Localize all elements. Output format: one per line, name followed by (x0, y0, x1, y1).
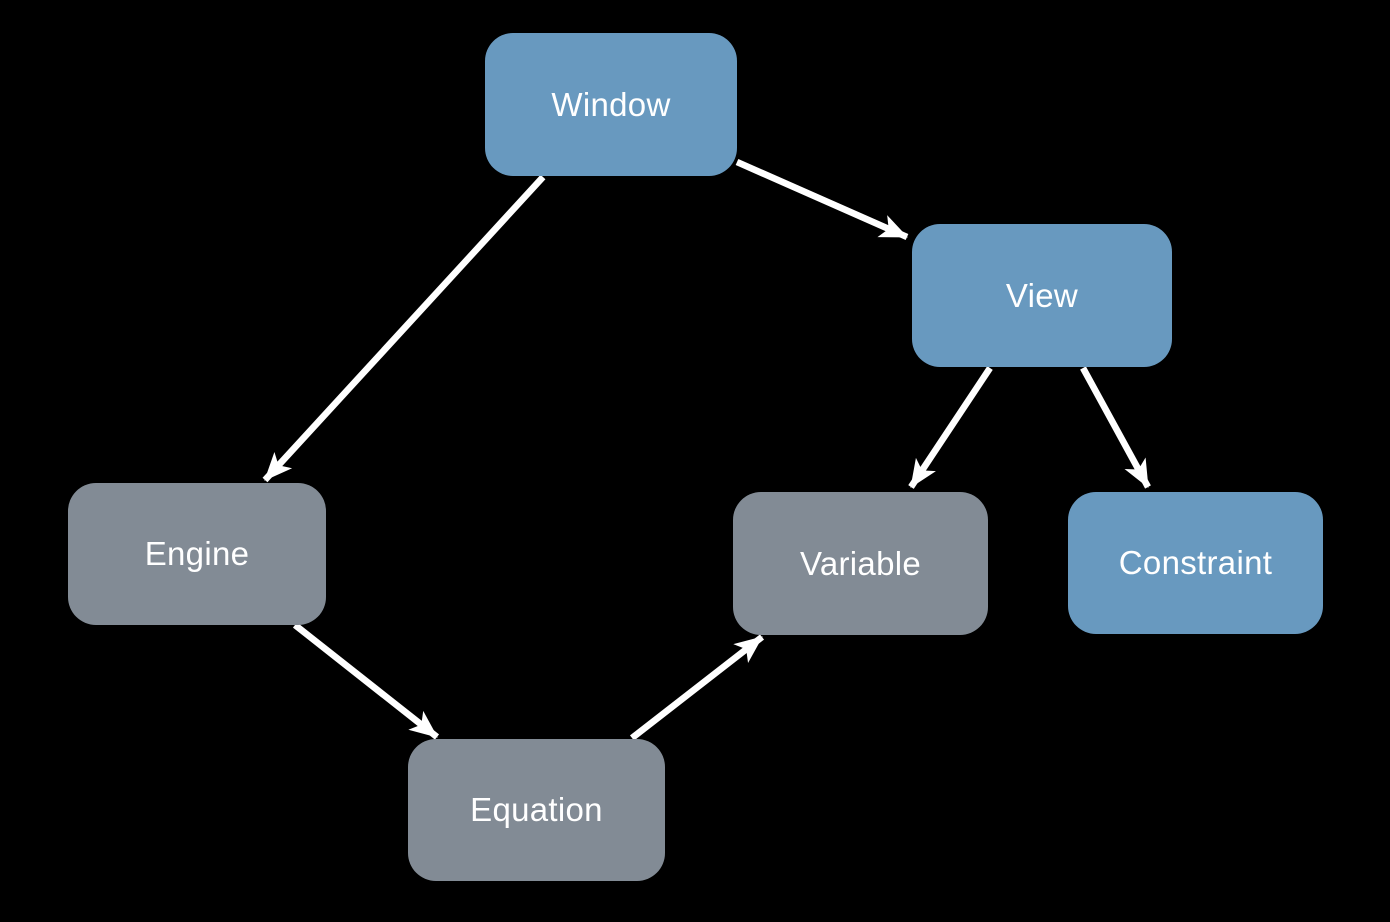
node-constraint-label: Constraint (1118, 544, 1273, 581)
arrow-equation-to-variable (629, 634, 765, 741)
node-equation: Equation (408, 739, 665, 881)
arrow-view-to-variable (908, 366, 993, 489)
node-view: View (912, 224, 1172, 367)
node-window-label: Window (551, 85, 671, 123)
arrow-window-to-view (735, 158, 909, 241)
node-variable: Variable (733, 492, 988, 635)
node-engine-label: Engine (144, 535, 250, 572)
arrow-window-to-engine (262, 174, 546, 483)
node-variable-label: Variable (799, 544, 922, 582)
arrow-view-to-constraint (1080, 366, 1151, 489)
node-equation-label: Equation (470, 791, 603, 828)
node-view-label: View (1005, 276, 1079, 314)
arrow-engine-to-equation (292, 622, 440, 740)
node-constraint: Constraint (1068, 492, 1323, 634)
node-window: Window (485, 33, 737, 176)
node-engine: Engine (68, 483, 326, 625)
